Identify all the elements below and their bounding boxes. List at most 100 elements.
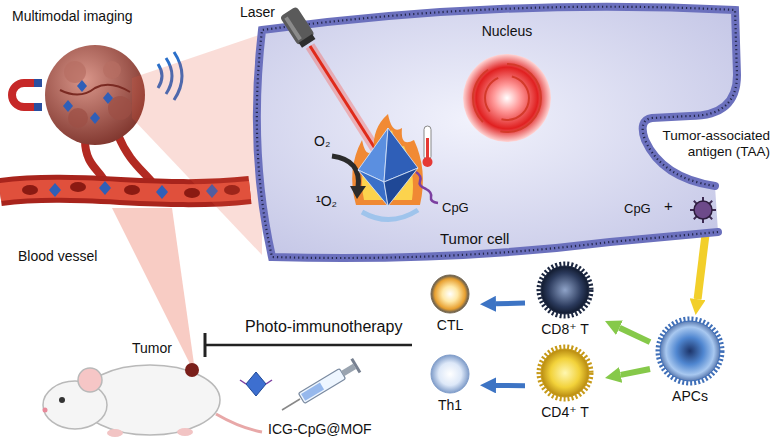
antigen: Tumor-associated antigen (TAA) (654, 128, 770, 235)
cell-body (660, 321, 720, 381)
text-holder: O₂ (314, 132, 330, 150)
node-label: CD4⁺ T (541, 404, 589, 420)
text-holder: Blood vessel (18, 247, 97, 265)
blood-vessel (99, 181, 111, 195)
syringe-icon (341, 364, 356, 376)
blood-vessel (156, 185, 168, 199)
text-holder: CTL (420, 316, 480, 334)
cell-fuzz (658, 319, 722, 383)
mof-particle (246, 372, 266, 396)
mof-octahedron (358, 128, 418, 206)
node-shape (452, 22, 562, 147)
apc-cell: APCs (650, 315, 730, 407)
magnet-icon (34, 103, 42, 111)
tumor-sphere (63, 100, 73, 112)
text-holder: Tumor cell (440, 230, 509, 248)
tumor-sphere (77, 80, 87, 92)
text-holder: CpG (442, 198, 469, 216)
effector-cell: Th1 (420, 352, 480, 418)
syringe-icon (282, 399, 300, 410)
cell-fuzz (539, 264, 591, 316)
node-label: Tumor cell (440, 230, 509, 247)
tumor-sphere (64, 61, 86, 83)
cell-body (431, 355, 469, 393)
nucleus-ring (473, 64, 541, 132)
text-holder: Multimodal imaging (12, 7, 133, 25)
flow-arrow (619, 328, 650, 342)
laser-device (280, 6, 317, 49)
blue-arc (362, 210, 418, 220)
imaging-label: Multimodal imaging (12, 8, 133, 24)
flow-arrow (496, 383, 525, 388)
flow-arrow (621, 369, 650, 375)
t-cell: CD8⁺ T (525, 262, 605, 342)
heat-flame (352, 114, 423, 205)
text-holder: Tumor-associated antigen (TAA) (654, 128, 770, 160)
oxygen-arrow (332, 156, 358, 188)
node-label: Tumor-associated antigen (TAA) (654, 128, 770, 159)
text-holder: CpG (624, 199, 651, 217)
mouse-figure (78, 368, 102, 392)
text-holder: ICG-CpG@MOF (268, 420, 372, 438)
vessel-label: Blood vessel (18, 248, 97, 264)
tumor-sphere (60, 85, 130, 95)
text-holder: ¹O₂ (316, 192, 337, 210)
mouse-figure (185, 363, 199, 377)
blood-vessel (124, 185, 140, 195)
blood-vessel (70, 182, 86, 192)
mof-octahedron (384, 168, 418, 206)
mouse-figure (43, 363, 263, 437)
cell-fuzz (539, 347, 591, 399)
cpg-label: CpG (442, 201, 469, 216)
cell-body (541, 349, 589, 397)
mof-particle (240, 372, 272, 396)
inhibition-line (205, 344, 412, 347)
node-label: APCs (672, 388, 708, 404)
text-holder: Th1 (420, 396, 480, 414)
syringe-icon (301, 383, 324, 401)
thermometer-icon (426, 138, 429, 160)
syringe-icon (297, 358, 361, 405)
mof-octahedron (358, 170, 388, 206)
text-holder: Nucleus (452, 22, 562, 40)
plus-sign: + (664, 197, 673, 214)
node-label: Nucleus (482, 23, 533, 39)
t-cell: CD4⁺ T (525, 345, 605, 427)
laser-device (310, 46, 376, 150)
node-label: Th1 (438, 397, 462, 413)
blood-vessel (22, 185, 38, 195)
nucleus-body (463, 54, 551, 142)
oxygen-label: O₂ (314, 133, 330, 149)
tumor-sphere (45, 45, 145, 145)
laser-device (299, 34, 316, 48)
laser-device (310, 46, 376, 150)
syringe-icon (282, 358, 361, 410)
tumor-sphere (68, 108, 88, 128)
nucleus: Nucleus (452, 22, 562, 147)
oxygen-arrow (350, 186, 366, 199)
mouse-figure (107, 429, 123, 437)
magnet-icon (34, 79, 42, 87)
mouse-figure (43, 408, 48, 413)
node-label: CD8⁺ T (541, 321, 589, 337)
mof-particle (266, 380, 272, 384)
antigen-body (694, 201, 712, 219)
effector-cell: CTL (420, 272, 480, 338)
thermometer-icon (423, 126, 433, 167)
therapy-label: Photo-immunotherapy (245, 318, 402, 336)
laser-device (284, 17, 302, 41)
cell-body (431, 275, 469, 313)
text-holder: APCs (650, 387, 730, 405)
blood-vessel (49, 183, 61, 197)
text-holder: CD8⁺ T (525, 320, 605, 338)
cell-body (541, 266, 589, 314)
laser-device (280, 6, 376, 150)
nucleus-ring (485, 76, 529, 120)
nanoparticle-label: ICG-CpG@MOF (268, 421, 372, 437)
flow-arrow (496, 301, 525, 307)
node-label: CTL (437, 317, 463, 333)
inhibition-line (204, 333, 207, 357)
tumor-sphere (45, 45, 145, 145)
mouse-figure (59, 397, 65, 403)
